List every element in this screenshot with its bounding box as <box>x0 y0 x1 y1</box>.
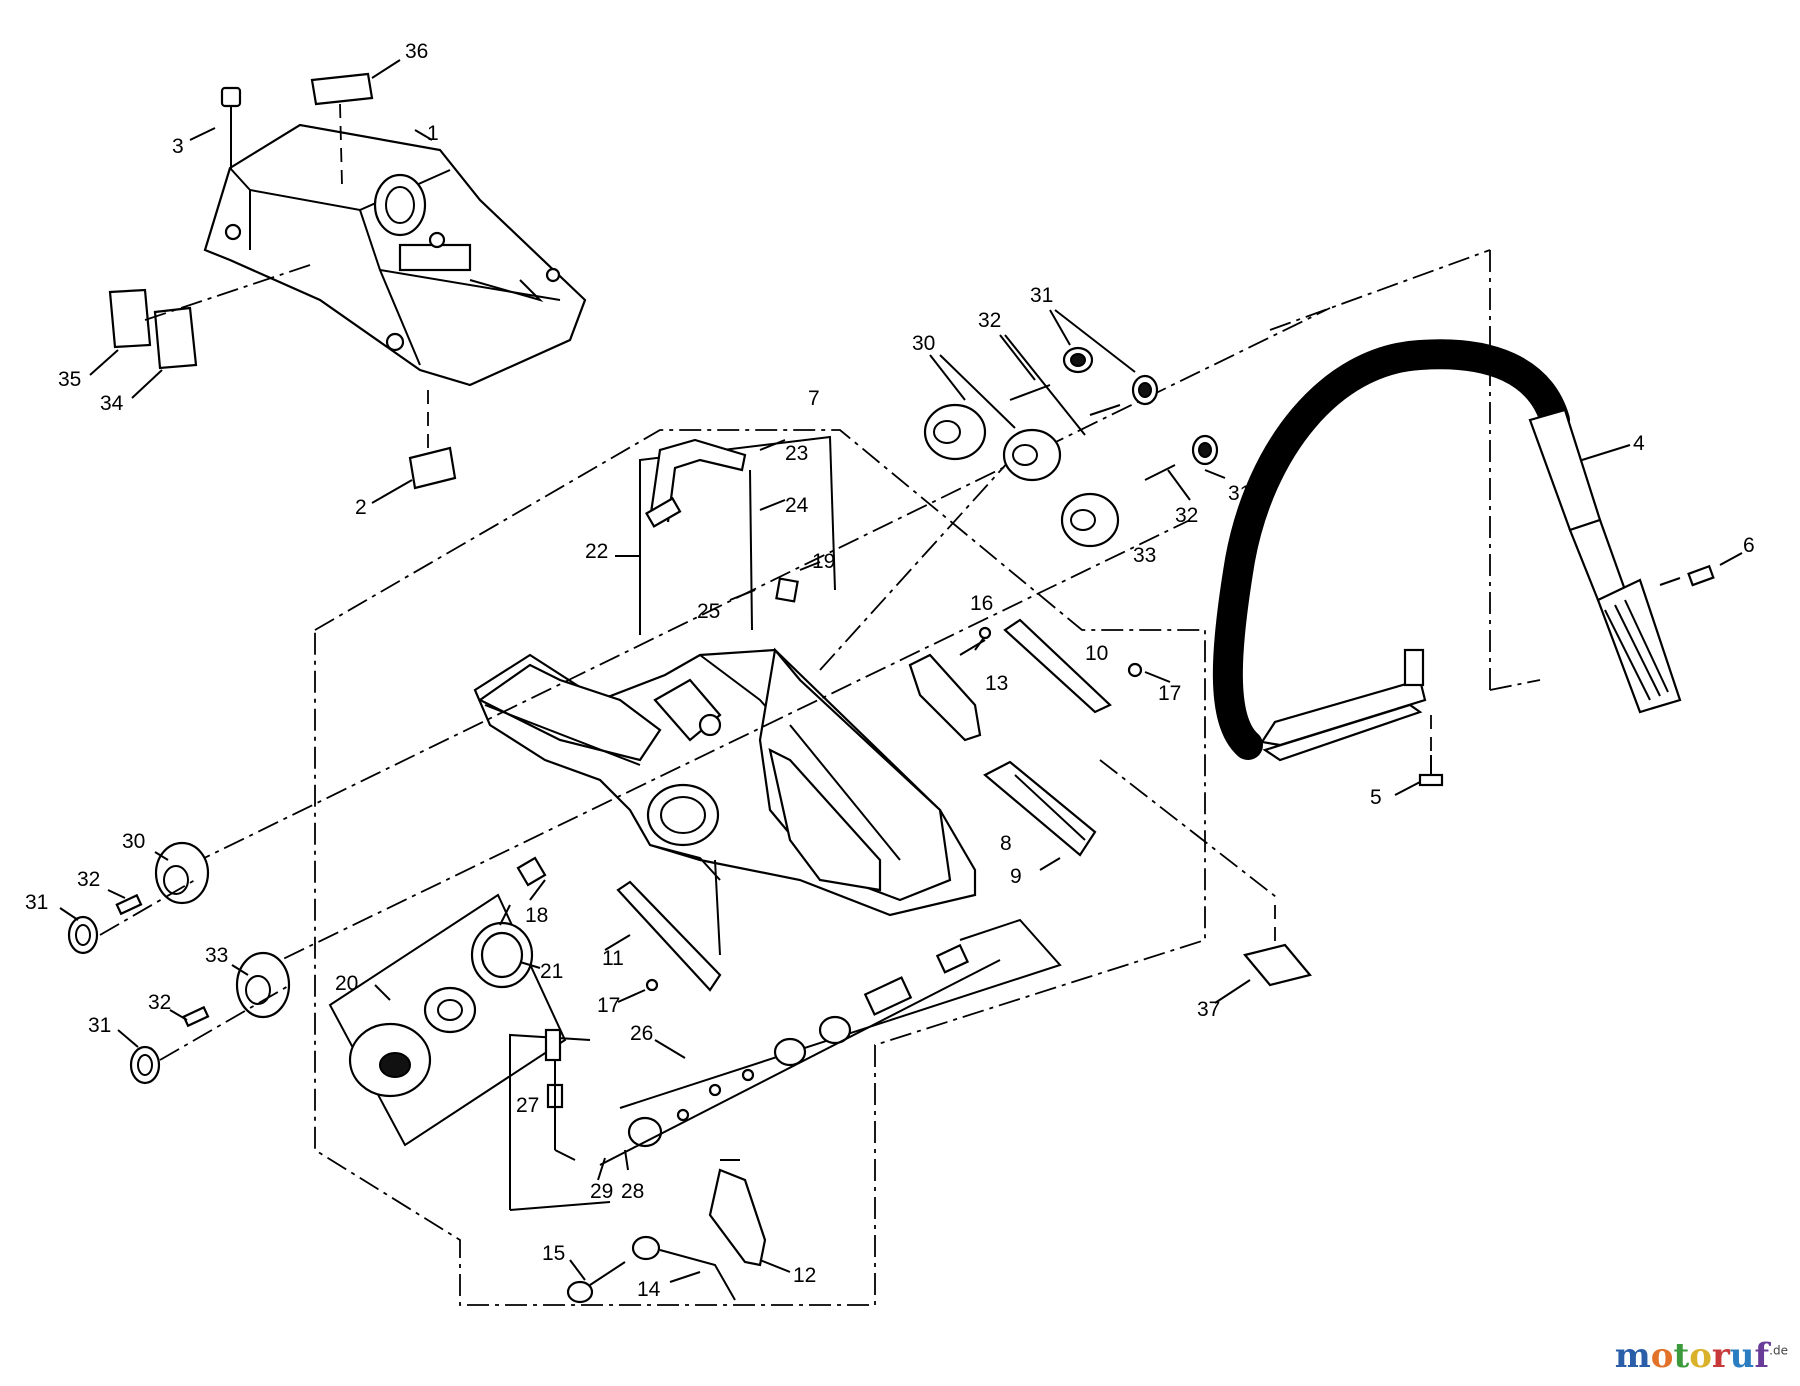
label-17-left: 17 <box>597 994 620 1017</box>
label-32-top: 32 <box>978 309 1001 332</box>
logo-letter: u <box>1729 1336 1755 1376</box>
plate-part-2 <box>408 446 457 490</box>
label-25: 25 <box>697 600 720 623</box>
logo-letter: r <box>1711 1336 1730 1376</box>
label-19: 19 <box>812 550 835 573</box>
label-1: 1 <box>427 122 439 145</box>
logo-letter: m <box>1614 1336 1651 1376</box>
bracket-part-13 <box>908 653 982 742</box>
decal-part-34 <box>153 306 198 370</box>
antivibration-mounts-top <box>923 346 1219 548</box>
label-15: 15 <box>542 1242 565 1265</box>
decal-part-36 <box>310 72 374 106</box>
label-27: 27 <box>516 1094 539 1117</box>
brand-logo[interactable]: motoruf.de <box>1615 1336 1788 1376</box>
label-22: 22 <box>585 540 608 563</box>
label-17-right: 17 <box>1158 682 1181 705</box>
label-31-top: 31 <box>1030 284 1053 307</box>
label-21: 21 <box>540 960 563 983</box>
bar-part-10 <box>1003 618 1112 714</box>
label-33-left: 33 <box>205 944 228 967</box>
main-housing <box>473 647 977 917</box>
label-12: 12 <box>793 1264 816 1287</box>
label-34: 34 <box>100 392 124 415</box>
label-18: 18 <box>525 904 548 927</box>
label-29: 29 <box>590 1180 613 1203</box>
label-32-left: 32 <box>77 868 100 891</box>
trigger-part-12 <box>708 1168 767 1267</box>
label-2: 2 <box>355 496 367 519</box>
label-30-top: 30 <box>912 332 935 355</box>
label-3: 3 <box>172 135 184 158</box>
label-14: 14 <box>637 1278 661 1301</box>
top-cover <box>203 123 587 387</box>
label-28: 28 <box>621 1180 644 1203</box>
frame-outline <box>314 429 1206 1306</box>
label-36: 36 <box>405 40 428 63</box>
label-8: 8 <box>1000 832 1012 855</box>
logo-letter: f <box>1754 1336 1770 1376</box>
antivibration-mounts-left <box>59 841 291 1085</box>
front-handle <box>1212 339 1682 762</box>
label-35: 35 <box>58 368 81 391</box>
label-10: 10 <box>1085 642 1108 665</box>
label-33-top: 33 <box>1133 544 1156 567</box>
label-4: 4 <box>1633 432 1645 455</box>
label-23: 23 <box>785 442 808 465</box>
screw-part-3 <box>189 86 242 170</box>
label-11: 11 <box>602 947 624 970</box>
label-32-mid: 32 <box>1175 504 1198 527</box>
label-31-mid: 31 <box>1228 482 1251 505</box>
label-26: 26 <box>630 1022 653 1045</box>
label-32-lower: 32 <box>148 991 171 1014</box>
label-31-left: 31 <box>25 891 48 914</box>
label-16: 16 <box>970 592 993 615</box>
logo-letter: o <box>1689 1336 1712 1376</box>
label-13: 13 <box>985 672 1008 695</box>
label-7: 7 <box>808 387 820 410</box>
label-6: 6 <box>1743 534 1755 557</box>
label-24: 24 <box>785 494 809 517</box>
label-20: 20 <box>335 972 358 995</box>
decal-part-35 <box>108 288 152 349</box>
label-31-lower: 31 <box>88 1014 111 1037</box>
decal-part-37 <box>1243 943 1312 987</box>
label-37: 37 <box>1197 998 1220 1021</box>
logo-domain-suffix: .de <box>1769 1343 1788 1358</box>
label-9: 9 <box>1010 865 1022 888</box>
bar-part-9 <box>983 760 1097 857</box>
logo-letter: o <box>1650 1336 1674 1376</box>
label-30-left: 30 <box>122 830 145 853</box>
label-5: 5 <box>1370 786 1382 809</box>
bar-part-11 <box>616 880 722 992</box>
logo-letter: t <box>1673 1336 1690 1376</box>
